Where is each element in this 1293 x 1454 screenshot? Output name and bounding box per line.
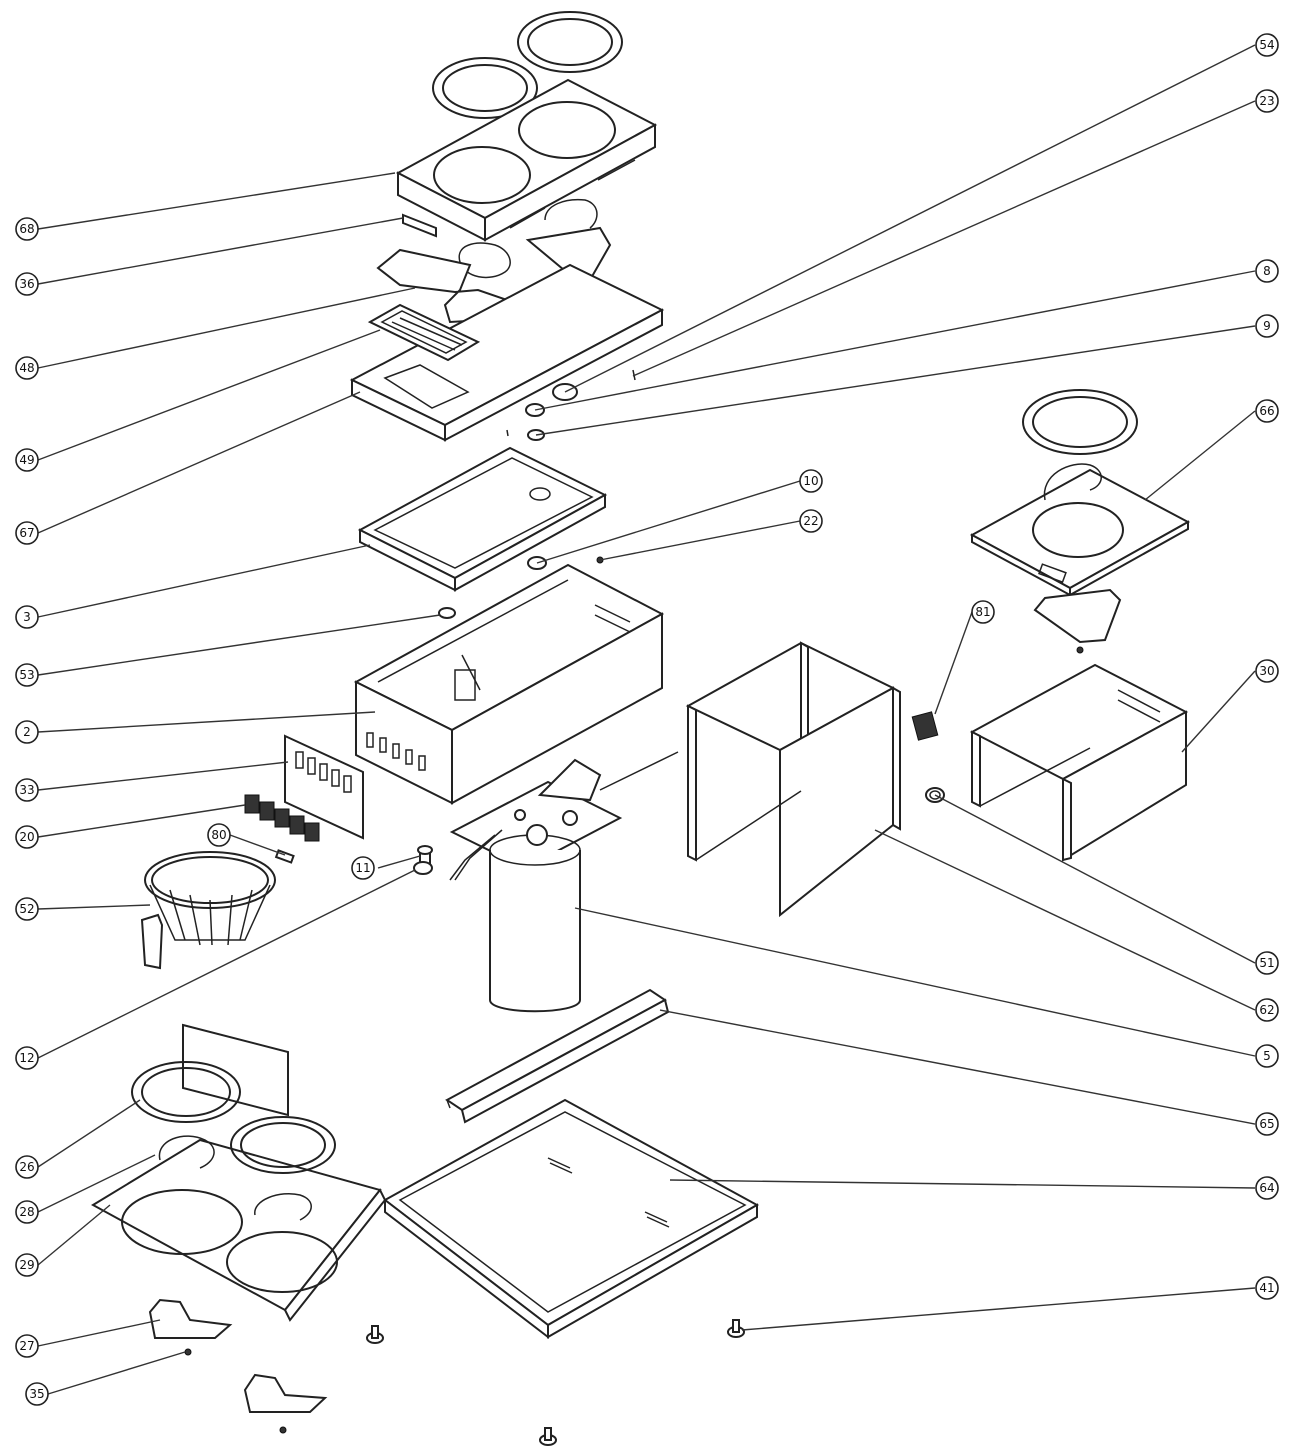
part-27-bracket — [148, 1298, 233, 1339]
callout-label-10: 10 — [803, 474, 818, 488]
callout-label-22: 22 — [803, 514, 818, 528]
callout-33: 33 — [15, 778, 39, 802]
callout-26: 26 — [15, 1155, 39, 1179]
part-30-side-housing — [969, 663, 1189, 862]
callout-label-5: 5 — [1263, 1049, 1271, 1063]
callout-label-33: 33 — [19, 783, 34, 797]
callout-label-27: 27 — [19, 1339, 34, 1353]
callout-label-49: 49 — [19, 453, 34, 467]
callout-27: 27 — [15, 1334, 39, 1358]
callout-66: 66 — [1255, 399, 1279, 423]
callout-68: 68 — [15, 217, 39, 241]
callout-10: 10 — [799, 469, 823, 493]
part-64-base-pan — [383, 1098, 760, 1340]
part-28-heating-element — [158, 1135, 215, 1169]
callout-label-62: 62 — [1259, 1003, 1274, 1017]
callout-28: 28 — [15, 1200, 39, 1224]
callout-29: 29 — [15, 1253, 39, 1277]
callout-label-41: 41 — [1259, 1281, 1274, 1295]
callout-label-65: 65 — [1259, 1117, 1274, 1131]
part-27-bracket-2 — [243, 1373, 328, 1413]
callout-23: 23 — [1255, 89, 1279, 113]
callout-3: 3 — [15, 605, 39, 629]
callout-label-30: 30 — [1259, 664, 1274, 678]
callout-2: 2 — [15, 720, 39, 744]
callout-label-9: 9 — [1263, 319, 1271, 333]
callout-65: 65 — [1255, 1112, 1279, 1136]
callout-label-8: 8 — [1263, 264, 1271, 278]
callout-53: 53 — [15, 663, 39, 687]
part-20-switches — [244, 794, 320, 842]
callout-label-52: 52 — [19, 902, 34, 916]
callout-label-36: 36 — [19, 277, 34, 291]
callout-41: 41 — [1255, 1276, 1279, 1300]
leader-lines — [37, 44, 1256, 1395]
callout-label-26: 26 — [19, 1160, 34, 1174]
callout-label-67: 67 — [19, 526, 34, 540]
callout-label-53: 53 — [19, 668, 34, 682]
part-26-warmer-ring-2 — [230, 1116, 336, 1174]
callout-22: 22 — [799, 509, 823, 533]
callout-label-66: 66 — [1259, 404, 1274, 418]
callout-label-28: 28 — [19, 1205, 34, 1219]
part-26-warmer-ring — [131, 1061, 241, 1123]
part-5-hot-water-tank — [449, 751, 679, 1013]
part-12-fitting — [413, 861, 433, 875]
callout-label-12: 12 — [19, 1051, 34, 1065]
part-62-side-panel — [685, 641, 901, 918]
callout-35: 35 — [25, 1382, 49, 1406]
part-68-top-cover — [395, 78, 658, 242]
callout-67: 67 — [15, 521, 39, 545]
callout-80: 80 — [207, 823, 231, 847]
part-52-brew-funnel — [140, 851, 276, 970]
callout-label-80: 80 — [211, 828, 226, 842]
callout-30: 30 — [1255, 659, 1279, 683]
part-66-side-warmer-plate — [969, 389, 1191, 654]
housing-switch-slots — [366, 732, 426, 771]
callout-5: 5 — [1255, 1044, 1279, 1068]
callout-9: 9 — [1255, 314, 1279, 338]
part-2-housing — [353, 563, 665, 805]
callout-label-20: 20 — [19, 830, 34, 844]
callout-label-68: 68 — [19, 222, 34, 236]
part-54-warmer-ring-top-left — [432, 57, 538, 119]
part-3-water-pan — [357, 446, 608, 592]
callout-36: 36 — [15, 272, 39, 296]
callout-label-81: 81 — [975, 605, 990, 619]
callout-52: 52 — [15, 897, 39, 921]
callout-51: 51 — [1255, 951, 1279, 975]
callout-label-29: 29 — [19, 1258, 34, 1272]
callout-12: 12 — [15, 1046, 39, 1070]
callout-54: 54 — [1255, 33, 1279, 57]
part-11-fitting — [417, 845, 433, 865]
callout-label-2: 2 — [23, 725, 31, 739]
callout-48: 48 — [15, 356, 39, 380]
top-base-plate — [349, 263, 665, 442]
part-41-feet — [366, 1319, 745, 1446]
callout-20: 20 — [15, 825, 39, 849]
part-49-grate — [367, 303, 481, 362]
callout-label-11: 11 — [355, 861, 370, 875]
base-vents — [547, 1157, 670, 1228]
callout-label-3: 3 — [23, 610, 31, 624]
part-29-warmer-base — [90, 1023, 387, 1322]
callout-62: 62 — [1255, 998, 1279, 1022]
callout-11: 11 — [351, 856, 375, 880]
callout-49: 49 — [15, 448, 39, 472]
part-54-warmer-ring-top-right — [517, 11, 623, 73]
callout-label-54: 54 — [1259, 38, 1274, 52]
callout-64: 64 — [1255, 1176, 1279, 1200]
callout-label-23: 23 — [1259, 94, 1274, 108]
part-36-label — [402, 213, 437, 238]
callout-8: 8 — [1255, 259, 1279, 283]
callout-label-48: 48 — [19, 361, 34, 375]
part-33-switch-plate — [284, 734, 364, 840]
callout-81: 81 — [971, 600, 995, 624]
part-81-switch — [911, 711, 939, 741]
callout-label-64: 64 — [1259, 1181, 1274, 1195]
callout-label-51: 51 — [1259, 956, 1274, 970]
small-hardware-upper — [438, 556, 604, 619]
callout-label-35: 35 — [29, 1387, 44, 1401]
